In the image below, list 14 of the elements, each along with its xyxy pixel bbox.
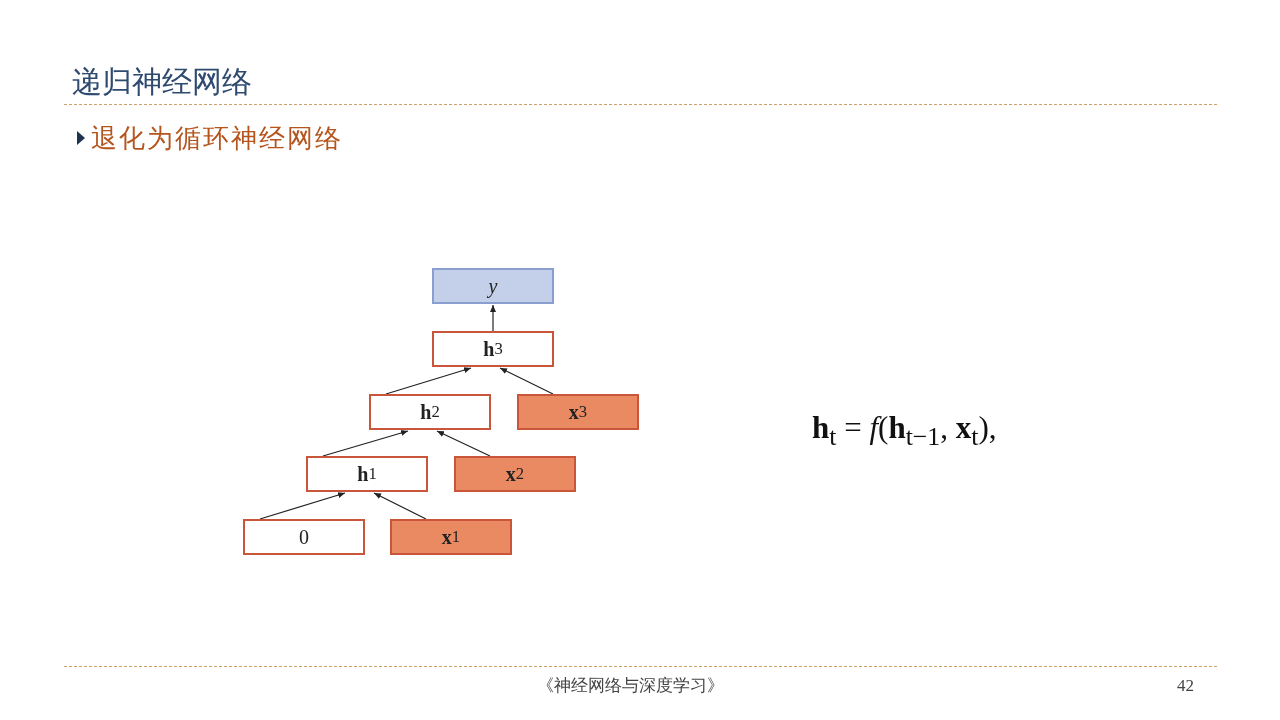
- arrow: [322, 430, 409, 457]
- arrow: [259, 492, 346, 520]
- arrow: [490, 304, 496, 332]
- arrow: [385, 367, 472, 395]
- footer-text: 《神经网络与深度学习》: [537, 675, 724, 697]
- equation: h$_{t}$ = f(h$_{t−1}$, x$_{t}$),: [812, 410, 997, 453]
- page-number: 42: [1177, 676, 1194, 696]
- output-box: y: [432, 268, 554, 304]
- bullet-text: 退化为循环神经网络: [91, 123, 343, 155]
- arrow: [436, 430, 491, 457]
- arrow: [373, 492, 427, 520]
- slide-title: 递归神经网络: [72, 63, 252, 101]
- arrow: [499, 367, 554, 395]
- hidden-state-box: 0: [243, 519, 365, 555]
